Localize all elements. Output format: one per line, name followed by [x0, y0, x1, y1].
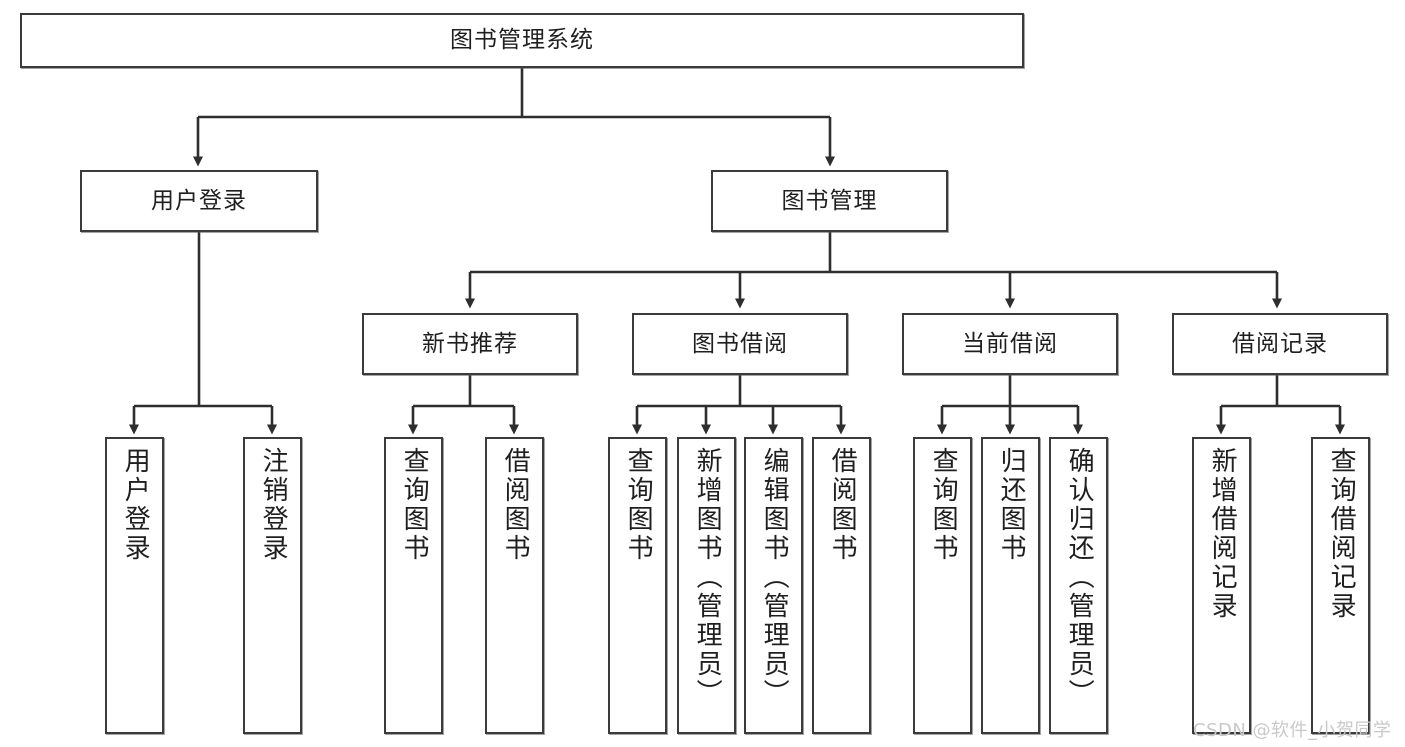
node-label: 图书管理系统	[450, 27, 594, 54]
leaf-return-book[interactable]: 归还图书	[981, 437, 1040, 734]
leaf-query-borrow-record[interactable]: 查询借阅记录	[1311, 437, 1370, 734]
leaf-label: 新增图书（管理员）	[692, 447, 723, 708]
leaf-label: 查询图书	[399, 447, 430, 563]
node-book-management[interactable]: 图书管理	[711, 170, 948, 232]
csdn-watermark: CSDN @软件_小贺同学	[1193, 720, 1392, 741]
node-label: 图书管理	[781, 187, 878, 214]
leaf-label: 借阅图书	[827, 447, 858, 563]
leaf-add-book-admin[interactable]: 新增图书（管理员）	[677, 437, 736, 734]
node-book-borrow[interactable]: 图书借阅	[632, 313, 848, 375]
node-root-book-management-system[interactable]: 图书管理系统	[20, 13, 1024, 68]
leaf-label: 用户登录	[120, 447, 151, 563]
node-current-borrow[interactable]: 当前借阅	[902, 313, 1118, 375]
node-label: 图书借阅	[692, 330, 788, 357]
leaf-query-book-recommend[interactable]: 查询图书	[384, 437, 443, 734]
leaf-confirm-return-admin[interactable]: 确认归还（管理员）	[1049, 437, 1108, 734]
leaf-label: 借阅图书	[500, 447, 531, 563]
node-label: 用户登录	[151, 187, 247, 214]
leaf-edit-book-admin[interactable]: 编辑图书（管理员）	[744, 437, 803, 734]
leaf-user-login[interactable]: 用户登录	[105, 437, 164, 734]
leaf-label: 查询图书	[623, 447, 654, 563]
leaf-label: 新增借阅记录	[1207, 447, 1238, 621]
node-new-book-recommend[interactable]: 新书推荐	[362, 313, 578, 375]
leaf-query-book-current[interactable]: 查询图书	[913, 437, 972, 734]
node-borrow-record[interactable]: 借阅记录	[1172, 313, 1388, 375]
node-label: 当前借阅	[962, 330, 1058, 357]
node-label: 借阅记录	[1232, 330, 1328, 357]
leaf-query-book-borrow[interactable]: 查询图书	[608, 437, 667, 734]
leaf-label: 确认归还（管理员）	[1064, 447, 1095, 708]
leaf-borrow-book[interactable]: 借阅图书	[812, 437, 871, 734]
node-label: 新书推荐	[422, 330, 518, 357]
leaf-label: 查询图书	[928, 447, 959, 563]
leaf-label: 归还图书	[996, 447, 1027, 563]
leaf-add-borrow-record[interactable]: 新增借阅记录	[1192, 437, 1251, 734]
leaf-logout-login[interactable]: 注销登录	[243, 437, 302, 734]
leaf-borrow-book-recommend[interactable]: 借阅图书	[485, 437, 544, 734]
leaf-label: 查询借阅记录	[1326, 447, 1357, 621]
leaf-label: 注销登录	[258, 447, 289, 563]
leaf-label: 编辑图书（管理员）	[759, 447, 790, 708]
node-user-login[interactable]: 用户登录	[80, 170, 318, 232]
